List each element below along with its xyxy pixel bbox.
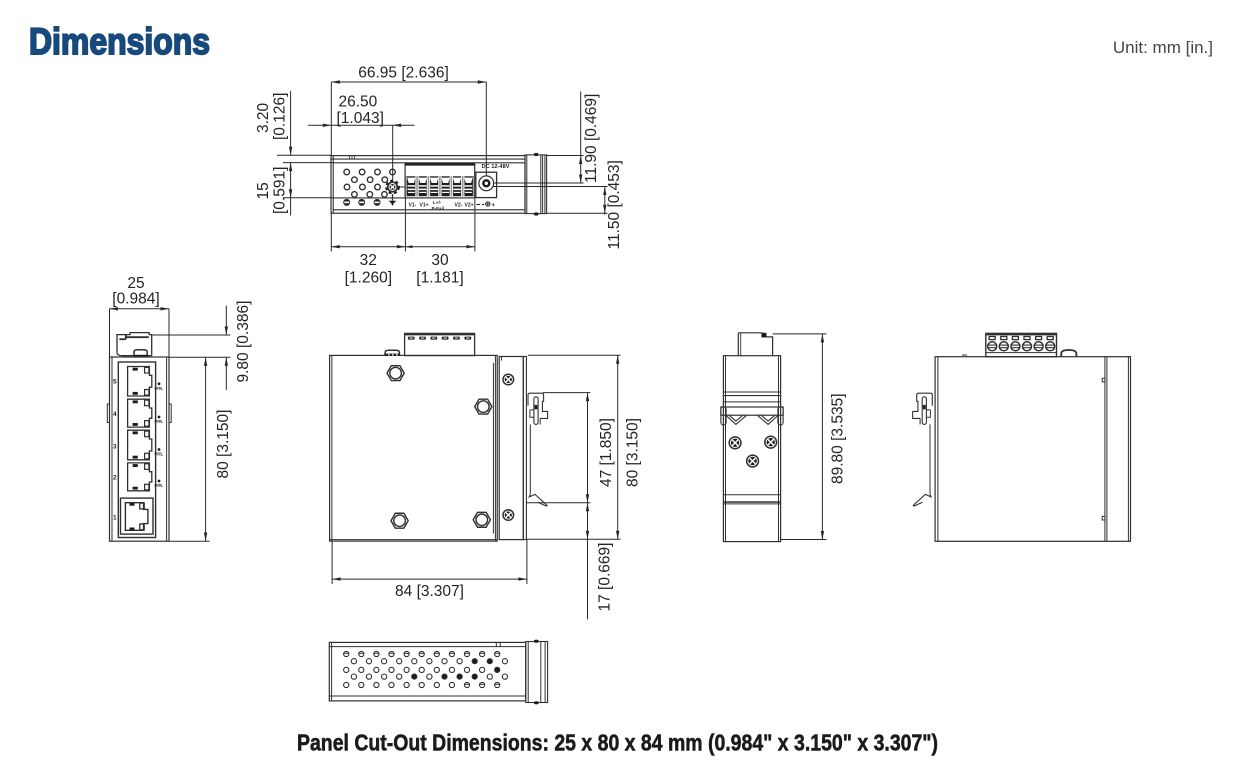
svg-text:30: 30 (431, 252, 449, 269)
svg-text:V1+: V1+ (420, 203, 429, 209)
svg-text:89.80 [3.535]: 89.80 [3.535] (830, 394, 847, 485)
svg-text:L: L (161, 483, 164, 488)
svg-text:17 [0.669]: 17 [0.669] (597, 543, 614, 612)
svg-text:[1.043]: [1.043] (337, 110, 384, 127)
svg-text:2: 2 (113, 475, 117, 482)
svg-text:V1-: V1- (409, 203, 417, 209)
svg-text:47 [1.850]: 47 [1.850] (598, 418, 615, 487)
svg-text:84 [3.307]: 84 [3.307] (395, 583, 464, 600)
svg-text:3: 3 (113, 444, 117, 451)
svg-text:V2-: V2- (455, 203, 463, 209)
svg-text:[1.260]: [1.260] (345, 270, 392, 287)
svg-text:25: 25 (127, 275, 144, 292)
svg-text:5: 5 (113, 379, 117, 386)
svg-text:32: 32 (360, 252, 377, 269)
svg-text:P-Fail: P-Fail (432, 206, 445, 211)
svg-text:[1.181]: [1.181] (416, 270, 463, 287)
svg-text:80 [3.150]: 80 [3.150] (215, 410, 232, 479)
svg-text:P/F: P/F (155, 483, 162, 488)
svg-text:Dimensions: Dimensions (29, 21, 210, 62)
svg-text:1: 1 (113, 515, 117, 522)
svg-text:P/F: P/F (155, 452, 162, 457)
svg-text:DC 12-48V: DC 12-48V (482, 164, 510, 170)
svg-text:Panel Cut-Out Dimensions: 25 x: Panel Cut-Out Dimensions: 25 x 80 x 84 m… (297, 730, 938, 756)
svg-text:9.80 [0.386]: 9.80 [0.386] (235, 301, 252, 383)
svg-text:[0.984]: [0.984] (112, 291, 159, 308)
svg-text:80 [3.150]: 80 [3.150] (625, 418, 642, 487)
svg-text:Unit: mm [in.]: Unit: mm [in.] (1113, 38, 1213, 57)
svg-text:+: + (492, 203, 496, 209)
svg-text:11.90 [0.469]: 11.90 [0.469] (583, 94, 600, 183)
svg-text:[0.126]: [0.126] (272, 93, 289, 140)
svg-text:66.95 [2.636]: 66.95 [2.636] (358, 65, 449, 82)
svg-text:L: L (161, 386, 164, 391)
svg-text:P/F: P/F (155, 419, 162, 424)
svg-text:P/F: P/F (155, 386, 162, 391)
svg-text:11.50 [0.453]: 11.50 [0.453] (606, 160, 623, 249)
svg-text:15: 15 (255, 182, 272, 199)
svg-text:[0.591]: [0.591] (272, 167, 289, 214)
svg-text:4: 4 (113, 411, 117, 418)
svg-text:V2+: V2+ (465, 203, 474, 209)
svg-text:L: L (161, 452, 164, 457)
svg-text:26.50: 26.50 (339, 94, 378, 111)
svg-text:L: L (161, 419, 164, 424)
svg-text:3.20: 3.20 (255, 102, 272, 133)
svg-text:L+/-: L+/- (433, 200, 442, 205)
